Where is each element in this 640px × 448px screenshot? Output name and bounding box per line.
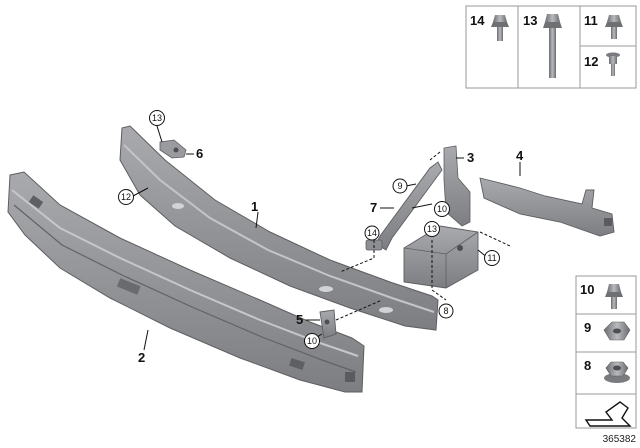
side-bracket-part	[479, 177, 615, 237]
table-label-14: 14	[470, 13, 485, 28]
dashed-leader-lines	[335, 151, 511, 321]
bracket-part	[443, 145, 471, 227]
callout-13a-circle: 13	[149, 110, 165, 126]
callout-6: 6	[196, 146, 203, 161]
table-label-12: 12	[584, 54, 598, 69]
callout-13b: 13	[427, 224, 437, 234]
callout-12: 12	[121, 192, 131, 202]
table-label-9: 9	[584, 320, 591, 335]
table-label-8: 8	[584, 358, 591, 373]
mounting-box-part	[403, 225, 479, 289]
fastener-table-top: 14 13 11 12	[465, 5, 637, 89]
bumper-carrier-part	[7, 171, 365, 393]
table-label-13: 13	[523, 13, 537, 28]
callout-7: 7	[370, 200, 377, 215]
callout-8: 8	[443, 306, 448, 316]
hex-nut-icon	[603, 321, 631, 341]
callout-9: 9	[397, 181, 402, 191]
callout-13b-circle: 13	[424, 221, 440, 237]
callout-2: 2	[138, 350, 145, 365]
callout-10b-circle: 10	[304, 333, 320, 349]
direction-arrow-icon	[584, 401, 632, 427]
callout-11: 11	[487, 253, 496, 263]
callout-10a: 10	[437, 204, 447, 214]
callout-14: 14	[367, 228, 377, 238]
callout-9-circle: 9	[392, 178, 408, 194]
callout-1: 1	[251, 199, 258, 214]
reference-number: 365382	[603, 434, 637, 445]
bumper-reinforcement-part	[119, 125, 439, 331]
callout-14-circle: 14	[364, 225, 380, 241]
callout-12-circle: 12	[118, 189, 134, 205]
callout-4: 4	[516, 148, 524, 163]
callout-13a: 13	[152, 113, 162, 123]
fastener-table-side: 10 9 8	[575, 275, 637, 395]
small-screw-icon	[606, 52, 620, 76]
direction-arrow-box	[575, 393, 637, 429]
callout-8-circle: 8	[438, 303, 454, 319]
small-bracket-part	[159, 139, 187, 159]
table-label-10: 10	[580, 282, 594, 297]
flange-nut-bolt-icon	[605, 15, 623, 39]
collar-bolt-icon	[605, 284, 623, 309]
callout-5: 5	[296, 312, 303, 327]
callout-11-circle: 11	[484, 250, 500, 266]
callout-10b: 10	[307, 336, 317, 346]
callout-3: 3	[467, 150, 474, 165]
table-label-11: 11	[584, 13, 598, 28]
clip-part	[319, 309, 337, 339]
flange-bolt-icon	[491, 15, 509, 41]
callout-10a-circle: 10	[434, 201, 450, 217]
long-bolt-icon	[543, 14, 562, 78]
flange-nut-icon	[604, 361, 630, 383]
